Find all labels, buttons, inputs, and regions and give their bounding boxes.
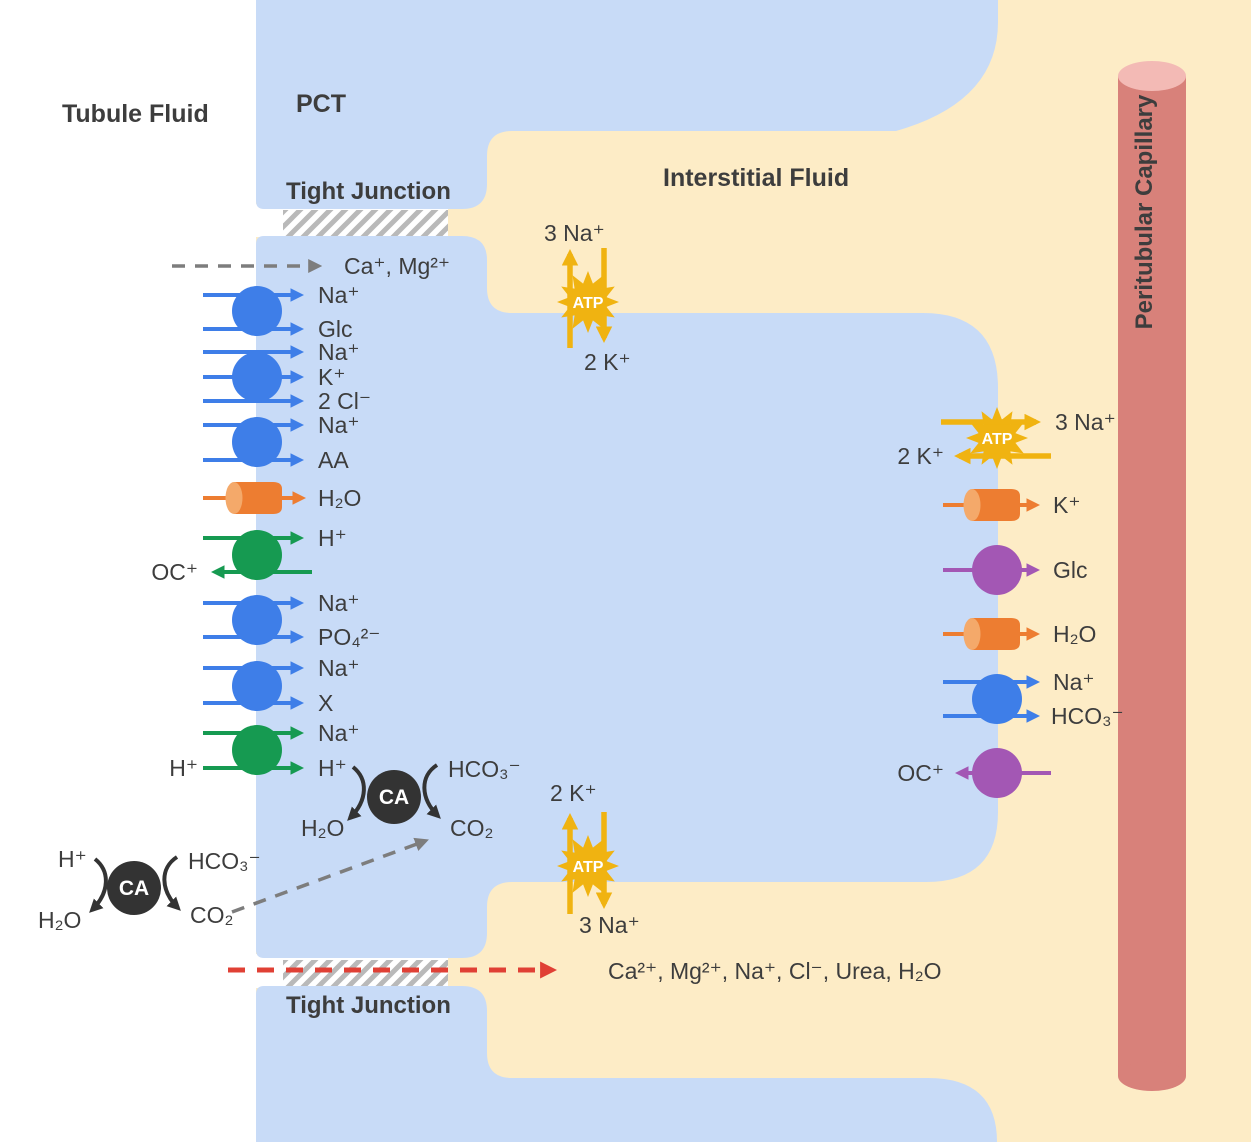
- pct-label: PCT: [296, 90, 346, 118]
- nkcc-cl-label: 2 Cl⁻: [318, 388, 371, 414]
- basolateral-oc-label: OC⁺: [897, 760, 944, 786]
- tight-junction-hatch-bottom: [283, 960, 448, 986]
- na-pi-na-label: Na⁺: [318, 590, 360, 616]
- nhe-na-label: Na⁺: [318, 720, 360, 746]
- nkcc-na-label: Na⁺: [318, 339, 360, 365]
- pump-bottom-na-label: 3 Na⁺: [579, 912, 640, 938]
- ca-lumen-enzyme-label: CA: [119, 877, 149, 900]
- tight-junction-hatch-top: [283, 210, 448, 236]
- ca-cell-enzyme: [367, 770, 421, 824]
- capillary-body: [1118, 76, 1186, 1076]
- glut-carrier: [972, 545, 1022, 595]
- na-aa-carrier: [232, 417, 282, 467]
- ca-lumen-hco3-label: HCO₃⁻: [188, 848, 261, 874]
- glut-label: Glc: [1053, 557, 1088, 583]
- oct-carrier: [232, 530, 282, 580]
- apical-oct-antiporter: H⁺ OC⁺: [151, 525, 346, 585]
- nhe-carrier: [232, 725, 282, 775]
- oct-oc-label: OC⁺: [151, 559, 198, 585]
- pump-bottom-atp-label: ATP: [573, 859, 604, 876]
- pump-bottom-k-label: 2 K⁺: [550, 780, 597, 806]
- nhe-antiporter: Na⁺ H⁺ H⁺: [169, 720, 359, 781]
- tight-junction-top-label: Tight Junction: [286, 178, 451, 205]
- nkcc-cotransporter: Na⁺ K⁺ 2 Cl⁻: [203, 339, 371, 414]
- ca-lumen-h2o-label: H₂O: [38, 907, 81, 933]
- sglt-carrier: [232, 286, 282, 336]
- ca-cell-co2-label: CO₂: [450, 815, 493, 841]
- glut-uniporter: Glc: [943, 545, 1088, 595]
- ca-cell-h2o-label: H₂O: [301, 815, 344, 841]
- peritubular-capillary-label: Peritubular Capillary: [1131, 94, 1158, 329]
- pump-right-k-label: 2 K⁺: [897, 443, 944, 469]
- nbc-na-label: Na⁺: [1053, 669, 1095, 695]
- tubule-fluid-label: Tubule Fluid: [62, 100, 209, 128]
- interstitial-fluid-label: Interstitial Fluid: [663, 164, 849, 192]
- k-channel-label: K⁺: [1053, 492, 1080, 518]
- ca-lumen-co2-label: CO₂: [190, 902, 233, 928]
- tight-junction-bottom-label: Tight Junction: [286, 992, 451, 1019]
- na-pi-carrier: [232, 595, 282, 645]
- carbonic-anhydrase-cell: CA HCO₃⁻ H₂O CO₂: [301, 756, 521, 841]
- na-aa-cotransporter: Na⁺ AA: [203, 412, 360, 473]
- pct-cell-bottom: [256, 986, 997, 1142]
- oct-h-label: H⁺: [318, 525, 347, 551]
- na-x-x-label: X: [318, 690, 333, 716]
- pct-cell-main: [256, 236, 998, 958]
- co2-diffusion-arrow: [231, 837, 429, 914]
- na-aa-aa-label: AA: [318, 447, 349, 473]
- na-k-pump-right: ATP 3 Na⁺ 2 K⁺: [897, 407, 1116, 469]
- paracellular-bottom-label: Ca²⁺, Mg²⁺, Na⁺, Cl⁻, Urea, H₂O: [608, 958, 942, 984]
- basolateral-h2o-label: H₂O: [1053, 621, 1096, 647]
- pump-top-atp-label: ATP: [573, 295, 604, 312]
- pump-right-atp-label: ATP: [982, 431, 1013, 448]
- apical-h2o-label: H₂O: [318, 485, 361, 511]
- sglt-na-label: Na⁺: [318, 282, 360, 308]
- na-x-cotransporter: Na⁺ X: [203, 655, 360, 716]
- na-x-na-label: Na⁺: [318, 655, 360, 681]
- ca-lumen-h-label: H⁺: [58, 846, 87, 872]
- nbc-carrier: [972, 674, 1022, 724]
- na-x-carrier: [232, 661, 282, 711]
- apical-aquaporin: H₂O: [203, 482, 361, 514]
- nkcc-carrier: [232, 352, 282, 402]
- na-k-pump-bottom: ATP 2 K⁺ 3 Na⁺: [550, 780, 640, 938]
- paracellular-bottom-route: Ca²⁺, Mg²⁺, Na⁺, Cl⁻, Urea, H₂O: [228, 958, 942, 984]
- nbc-cotransporter: Na⁺ HCO₃⁻: [943, 669, 1124, 729]
- carbonic-anhydrase-lumen: CA H⁺ HCO₃⁻ H₂O CO₂: [38, 837, 429, 933]
- ca-lumen-hco3-to-co2-arrow: [162, 855, 181, 911]
- basolateral-oct-carrier: [972, 748, 1022, 798]
- pump-right-na-label: 3 Na⁺: [1055, 409, 1116, 435]
- basolateral-water-channel: [963, 618, 1020, 650]
- paracellular-top-route: Ca⁺, Mg²⁺: [172, 253, 450, 279]
- ca-cell-h-to-h2o-arrow: [347, 765, 366, 821]
- ca-lumen-enzyme: [107, 861, 161, 915]
- basolateral-k-channel: K⁺: [943, 489, 1080, 521]
- na-pi-po4-label: PO₄²⁻: [318, 624, 380, 650]
- na-aa-na-label: Na⁺: [318, 412, 360, 438]
- ca-cell-hco3-to-co2-arrow: [422, 763, 441, 819]
- ca-cell-enzyme-label: CA: [379, 786, 409, 809]
- sglt-glc-label: Glc: [318, 316, 353, 342]
- sglt-cotransporter: Na⁺ Glc: [203, 282, 360, 342]
- nkcc-k-label: K⁺: [318, 364, 345, 390]
- na-k-pump-top: ATP 3 Na⁺ 2 K⁺: [544, 220, 631, 375]
- ca-cell-hco3-label: HCO₃⁻: [448, 756, 521, 782]
- capillary-bottom-cap: [1118, 1061, 1186, 1091]
- ca-lumen-h-to-h2o-arrow: [89, 857, 108, 913]
- na-pi-cotransporter: Na⁺ PO₄²⁻: [203, 590, 380, 650]
- capillary-top-cap: [1118, 61, 1186, 91]
- basolateral-oct-uniporter: OC⁺: [897, 748, 1051, 798]
- nbc-hco3-label: HCO₃⁻: [1051, 703, 1124, 729]
- paracellular-top-label: Ca⁺, Mg²⁺: [344, 253, 450, 279]
- nhe-h-cell-label: H⁺: [318, 755, 347, 781]
- basolateral-aquaporin: H₂O: [943, 618, 1096, 650]
- pump-top-k-label: 2 K⁺: [584, 349, 631, 375]
- apical-water-channel: [225, 482, 282, 514]
- pump-top-na-label: 3 Na⁺: [544, 220, 605, 246]
- k-channel: [963, 489, 1020, 521]
- nhe-h-lumen-label: H⁺: [169, 755, 198, 781]
- peritubular-capillary: Peritubular Capillary: [1118, 61, 1186, 1091]
- pct-cell-top: [256, 0, 998, 209]
